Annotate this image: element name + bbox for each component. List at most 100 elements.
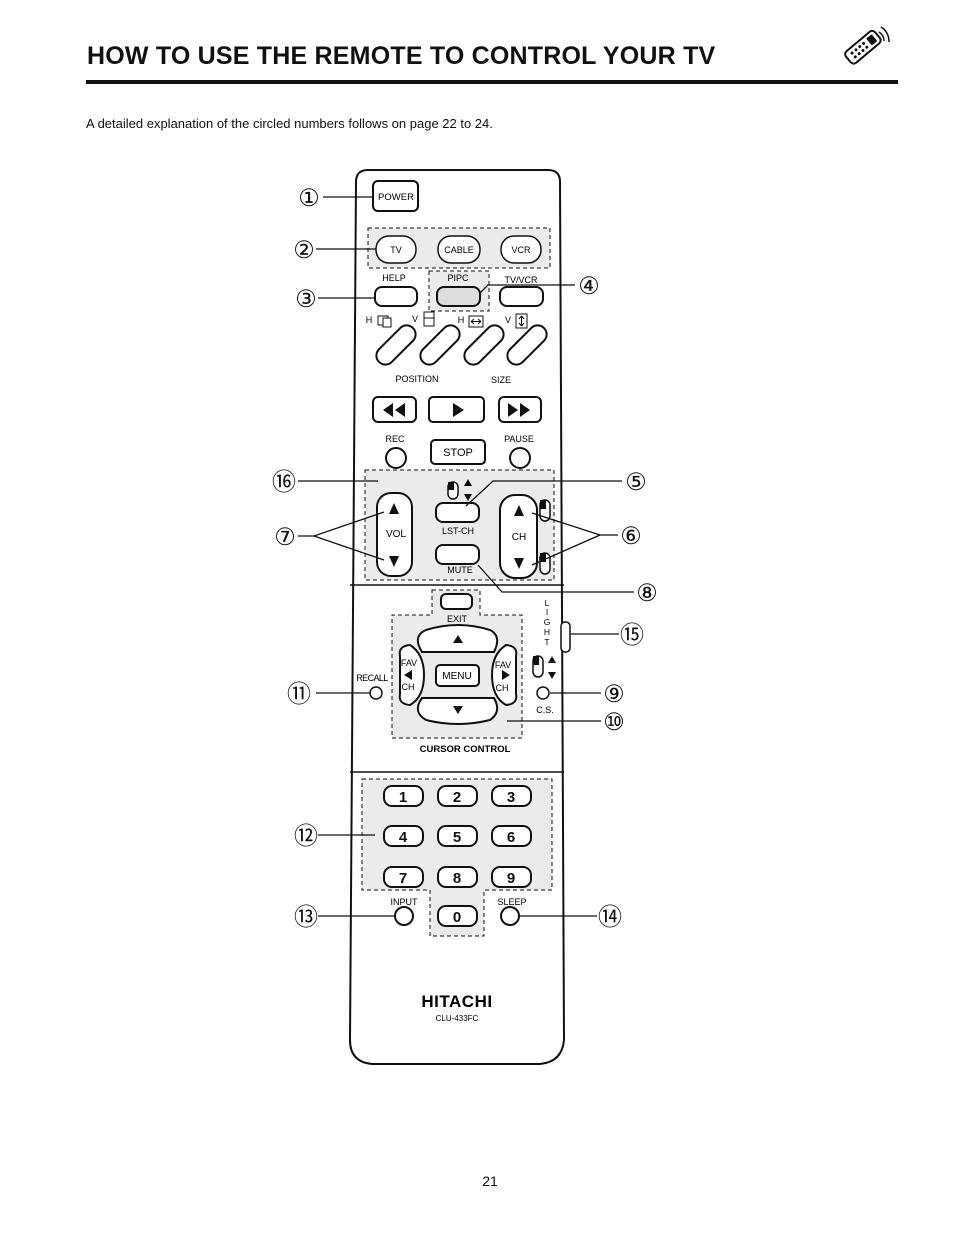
vcr-button[interactable] (500, 235, 542, 264)
callout-16: ⑯ (272, 469, 296, 496)
ch-label: CH (512, 532, 526, 543)
tvvcr-label: TV/VCR (504, 275, 538, 285)
play-icon (453, 403, 464, 417)
svg-text:T: T (544, 637, 549, 647)
digit-1-button[interactable] (383, 785, 424, 807)
h-position-button[interactable] (373, 322, 420, 369)
exit-label: EXIT (447, 614, 468, 624)
rec-label: REC (385, 434, 405, 444)
ch-rocker[interactable] (499, 494, 538, 579)
mouse-icon-cs (532, 655, 556, 679)
digit-8-label: 8 (453, 870, 461, 887)
pipc-button[interactable] (436, 286, 481, 307)
cursor-control-label: CURSOR CONTROL (420, 744, 511, 755)
callout-10: ⑩ (603, 709, 625, 736)
digit-1-label: 1 (399, 789, 407, 806)
v-position-label: V (412, 314, 418, 324)
digit-3-button[interactable] (491, 785, 532, 807)
power-button[interactable] (372, 180, 419, 212)
callout-15: ⑮ (620, 622, 644, 649)
mouse-icon-ch-down (539, 552, 551, 575)
ch-right-label: CH (496, 683, 509, 693)
callout-4: ④ (578, 273, 600, 300)
help-label: HELP (382, 273, 406, 283)
digit-7-button[interactable] (383, 866, 424, 888)
digit-5-button[interactable] (437, 825, 478, 847)
rewind-icon (383, 403, 405, 417)
vol-rocker[interactable] (376, 492, 413, 577)
v-position-button[interactable] (417, 322, 464, 369)
brand-logo: HITACHI (421, 992, 492, 1011)
digit-0-button[interactable] (437, 905, 478, 927)
callout-12: ⑫ (294, 823, 318, 850)
remote-control-icon (844, 26, 890, 65)
ch-up-icon (514, 505, 524, 516)
position-label: POSITION (395, 374, 438, 384)
input-label: INPUT (391, 897, 419, 907)
stop-button[interactable] (430, 439, 486, 465)
page-title: HOW TO USE THE REMOTE TO CONTROL YOUR TV (87, 42, 716, 70)
sleep-label: SLEEP (497, 897, 526, 907)
model-number: CLU-433FC (436, 1014, 479, 1023)
svg-text:I: I (546, 607, 548, 617)
vol-label: VOL (386, 529, 406, 540)
cursor-left-icon (404, 670, 412, 680)
recall-button[interactable] (369, 686, 383, 700)
digit-9-button[interactable] (491, 866, 532, 888)
digit-2-button[interactable] (437, 785, 478, 807)
pipc-label: PIPC (447, 273, 469, 283)
digit-3-label: 3 (507, 789, 515, 806)
digit-6-button[interactable] (491, 825, 532, 847)
v-size-label: V (505, 315, 511, 325)
vol-down-icon (389, 556, 399, 567)
h-position-label: H (366, 315, 373, 325)
h-size-label: H (458, 315, 465, 325)
callout-2: ② (293, 237, 315, 264)
digit-6-label: 6 (507, 829, 515, 846)
tv-label: TV (390, 245, 402, 255)
light-side-button[interactable] (560, 621, 571, 653)
rec-button[interactable] (385, 447, 407, 469)
digit-4-button[interactable] (383, 825, 424, 847)
recall-label: RECALL (356, 673, 388, 683)
sleep-button[interactable] (500, 906, 520, 926)
digit-9-label: 9 (507, 870, 515, 887)
callout-1: ① (298, 185, 320, 212)
digit-8-button[interactable] (437, 866, 478, 888)
cable-label: CABLE (444, 245, 474, 255)
svg-text:G: G (544, 617, 551, 627)
cs-button[interactable] (536, 686, 550, 700)
callout-6: ⑥ (620, 523, 642, 550)
ch-left-label: CH (402, 682, 415, 692)
menu-button[interactable] (435, 664, 480, 687)
callout-8: ⑧ (636, 580, 658, 607)
rewind-button[interactable] (372, 396, 417, 423)
h-size-button[interactable] (461, 322, 508, 369)
menu-label: MENU (442, 671, 471, 682)
page-number: 21 (482, 1173, 498, 1189)
help-button[interactable] (374, 286, 418, 307)
callout-13: ⑬ (294, 904, 318, 931)
exit-button[interactable] (440, 593, 473, 610)
digit-4-label: 4 (399, 829, 408, 846)
callout-3: ③ (295, 286, 317, 313)
callout-9: ⑨ (603, 681, 625, 708)
title-rule (86, 80, 898, 84)
mute-button[interactable] (435, 544, 480, 565)
v-size-button[interactable] (504, 322, 551, 369)
pause-button[interactable] (509, 447, 531, 469)
digit-5-label: 5 (453, 829, 461, 846)
cursor-right-icon (502, 670, 510, 680)
lstch-button[interactable] (435, 502, 480, 523)
input-button[interactable] (394, 906, 414, 926)
light-label: L I G H T (544, 598, 551, 647)
cs-label: C.S. (536, 705, 554, 715)
fav-right-label: FAV (495, 660, 511, 670)
cable-button[interactable] (437, 235, 481, 264)
size-label: SIZE (491, 375, 511, 385)
tvvcr-button[interactable] (499, 286, 544, 307)
vol-up-icon (389, 503, 399, 514)
callout-7: ⑦ (274, 524, 296, 551)
svg-text:L: L (545, 598, 550, 608)
